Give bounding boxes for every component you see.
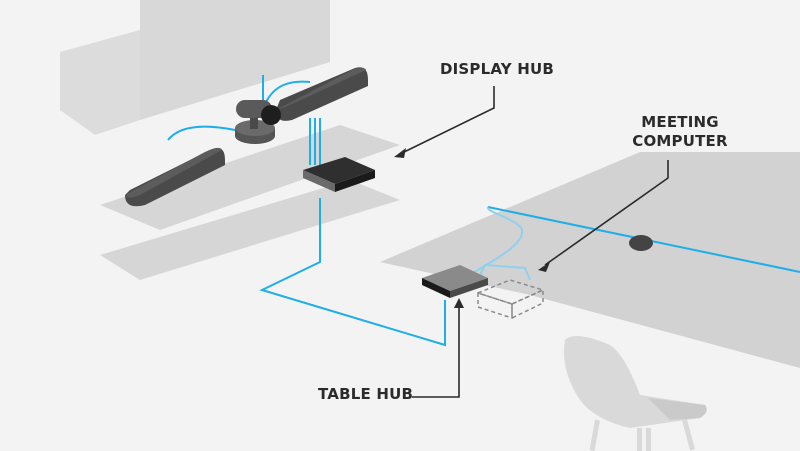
chair (564, 336, 707, 451)
camera (235, 100, 281, 144)
cable-display-to-table (259, 198, 446, 347)
meeting-computer-outline (475, 279, 546, 320)
arrowhead-display-hub (394, 148, 406, 158)
table-surface (380, 152, 800, 368)
display-stand-shadow (60, 30, 140, 135)
arrow-table-hub (412, 307, 460, 398)
cable-speaker-right (265, 80, 311, 103)
meeting-computer-label-line2: COMPUTER (632, 132, 728, 150)
display-hub (303, 157, 375, 192)
speaker-left (125, 147, 225, 207)
table-hub-label: TABLE HUB (318, 385, 414, 403)
cable-table-hub-up (469, 206, 524, 276)
floor-strip (100, 180, 400, 280)
arrowhead-meeting-computer (538, 262, 550, 272)
meeting-computer-label: MEETING COMPUTER (620, 113, 740, 151)
arrowhead-table-hub (454, 298, 464, 308)
meeting-computer-label-line1: MEETING (641, 113, 719, 131)
arrow-meeting-computer (544, 160, 669, 266)
display-screen (140, 0, 330, 120)
table-mic-pod (629, 235, 653, 251)
callout-lines (399, 86, 669, 398)
speaker-right (276, 67, 368, 121)
arrow-display-hub (399, 86, 495, 155)
arrowheads (394, 148, 550, 308)
table-hub (422, 265, 488, 298)
cable-computer-loop (479, 263, 531, 281)
cable-speaker-left (167, 125, 236, 141)
shelf-surface (100, 125, 400, 230)
display-hub-label: DISPLAY HUB (440, 60, 555, 78)
